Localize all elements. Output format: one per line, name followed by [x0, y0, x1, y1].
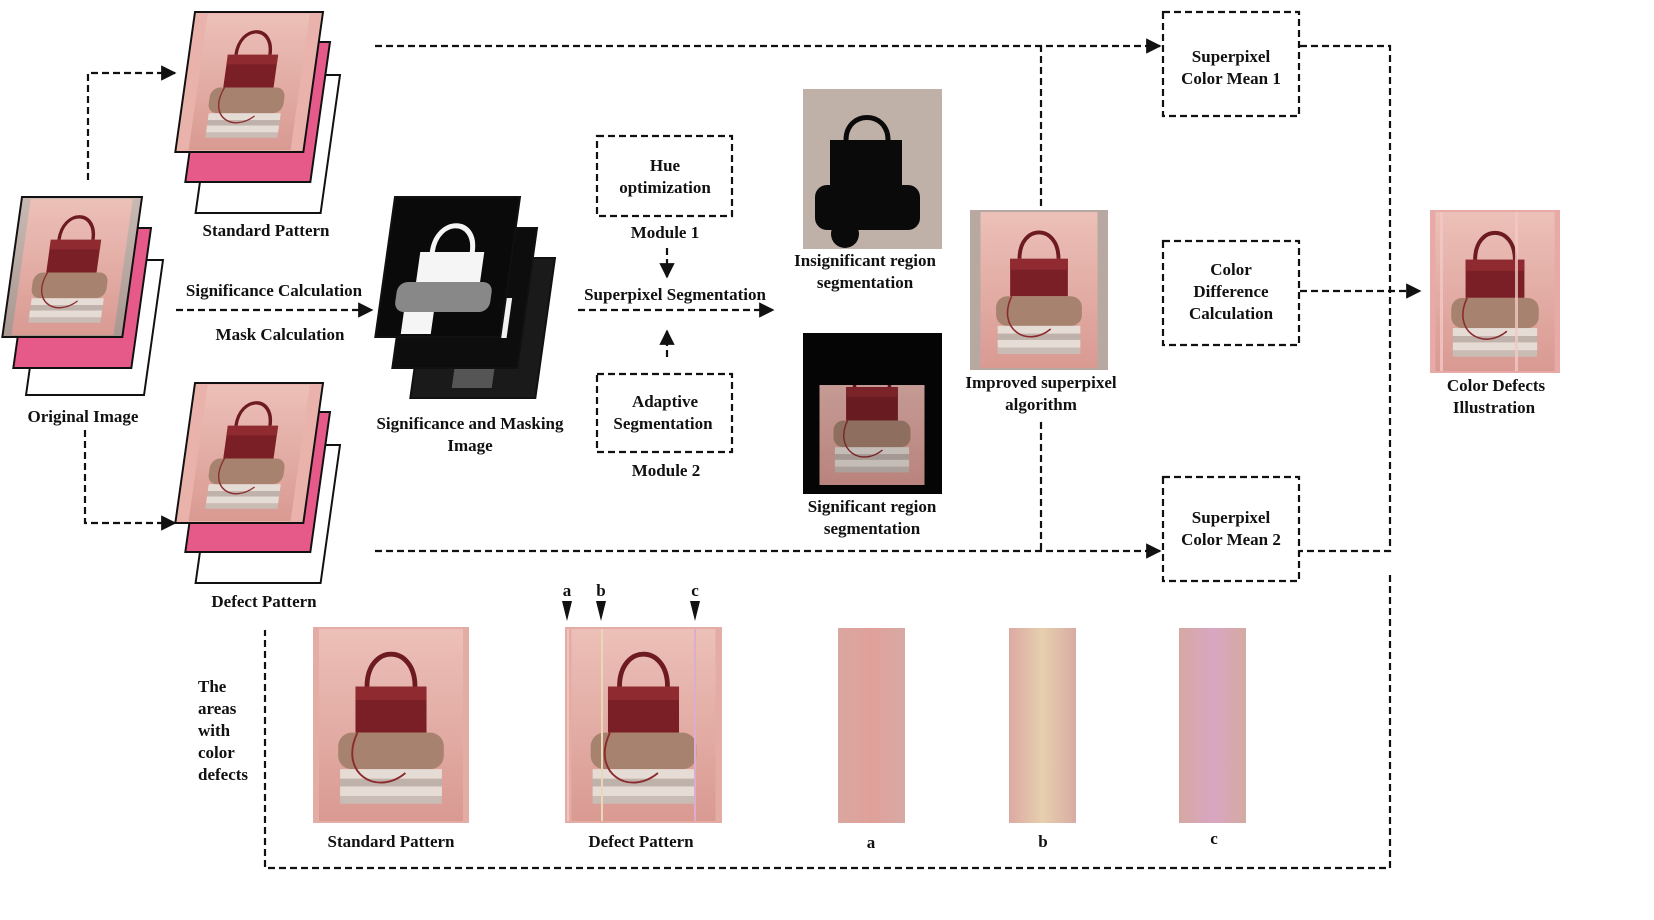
significant-region-image — [803, 333, 942, 494]
defect-areas-caption: The areas with color defects — [198, 677, 248, 784]
defect-strip-a — [838, 628, 905, 823]
insignificant-region-label-line1: Insignificant region — [794, 251, 936, 270]
defect-markers: a b c — [562, 581, 700, 621]
svg-text:Color Mean 1: Color Mean 1 — [1181, 69, 1281, 88]
standard-pattern-stack: Standard Pattern — [174, 11, 342, 240]
color-defects-illustration-image — [1430, 210, 1560, 373]
marker-b-arrow — [596, 601, 606, 621]
flow-original-to-defect — [83, 430, 177, 531]
significance-masking-label-line2: Image — [447, 436, 493, 455]
strip-b-label: b — [1038, 832, 1047, 851]
svg-text:color: color — [198, 743, 235, 762]
strip-a-label: a — [867, 833, 876, 852]
standard-photo — [174, 11, 325, 153]
improved-superpixel-label-line1: Improved superpixel — [965, 373, 1117, 392]
svg-text:Superpixel: Superpixel — [1192, 47, 1271, 66]
defect-strip-c — [1179, 628, 1246, 823]
original-image-label: Original Image — [28, 407, 139, 426]
strip-c-label: c — [1210, 829, 1218, 848]
bottom-defect-pattern-label: Defect Pattern — [588, 832, 694, 851]
superpixel-color-mean-2-box: Superpixel Color Mean 2 — [1161, 475, 1301, 583]
svg-text:Adaptive: Adaptive — [632, 392, 699, 411]
color-defects-label-line2: Illustration — [1453, 398, 1536, 417]
significance-map — [374, 196, 522, 338]
original-image-stack: Original Image — [1, 196, 165, 426]
bottom-standard-pattern-label: Standard Pattern — [327, 832, 455, 851]
module-1-label: Module 1 — [631, 223, 699, 242]
svg-text:Color: Color — [1210, 260, 1252, 279]
bottom-standard-pattern-image — [313, 627, 469, 823]
svg-text:with: with — [198, 721, 231, 740]
color-difference-box: Color Difference Calculation — [1161, 239, 1301, 347]
bottom-defect-pattern-image — [565, 627, 722, 823]
flow-mean1-right — [1300, 44, 1392, 553]
superpixel-segmentation-label: Superpixel Segmentation — [584, 285, 766, 304]
svg-text:Difference: Difference — [1193, 282, 1269, 301]
hue-optimization-box: Hue optimization — [595, 134, 734, 218]
improved-superpixel-label-line2: algorithm — [1005, 395, 1077, 414]
flow-original-to-standard — [86, 65, 177, 180]
adaptive-segmentation-box: Adaptive Segmentation — [595, 372, 734, 454]
marker-c-label: c — [691, 581, 699, 600]
marker-b-label: b — [596, 581, 605, 600]
svg-text:The: The — [198, 677, 227, 696]
significance-mask-stack: Significance and Masking Image — [374, 196, 564, 455]
superpixel-color-mean-1-box: Superpixel Color Mean 1 — [1161, 10, 1301, 118]
flow-lines — [83, 38, 1422, 870]
svg-text:optimization: optimization — [619, 178, 711, 197]
defect-strip-b — [1009, 628, 1076, 823]
mask-calculation-label: Mask Calculation — [216, 325, 345, 344]
color-defects-label-line1: Color Defects — [1447, 376, 1546, 395]
svg-text:Color Mean 2: Color Mean 2 — [1181, 530, 1281, 549]
marker-a-label: a — [563, 581, 572, 600]
insignificant-region-label-line2: segmentation — [817, 273, 914, 292]
improved-superpixel-image — [970, 210, 1108, 370]
defect-pattern-label: Defect Pattern — [211, 592, 317, 611]
original-photo — [1, 196, 144, 338]
svg-text:Segmentation: Segmentation — [613, 414, 713, 433]
svg-text:areas: areas — [198, 699, 237, 718]
significance-masking-label-line1: Significance and Masking — [376, 414, 564, 433]
defect-photo — [174, 382, 325, 524]
standard-pattern-label: Standard Pattern — [202, 221, 330, 240]
flow-bottom-frame — [263, 575, 1392, 870]
marker-c-arrow — [690, 601, 700, 621]
significant-region-label-line1: Significant region — [808, 497, 937, 516]
marker-a-arrow — [562, 601, 572, 621]
significance-calculation-label: Significance Calculation — [186, 281, 363, 300]
svg-text:Superpixel: Superpixel — [1192, 508, 1271, 527]
significant-region-label-line2: segmentation — [824, 519, 921, 538]
defect-pattern-stack: Defect Pattern — [174, 382, 342, 611]
insignificant-region-image — [803, 89, 942, 249]
svg-text:Calculation: Calculation — [1189, 304, 1274, 323]
module-2-label: Module 2 — [632, 461, 700, 480]
svg-text:defects: defects — [198, 765, 248, 784]
svg-text:Hue: Hue — [650, 156, 681, 175]
